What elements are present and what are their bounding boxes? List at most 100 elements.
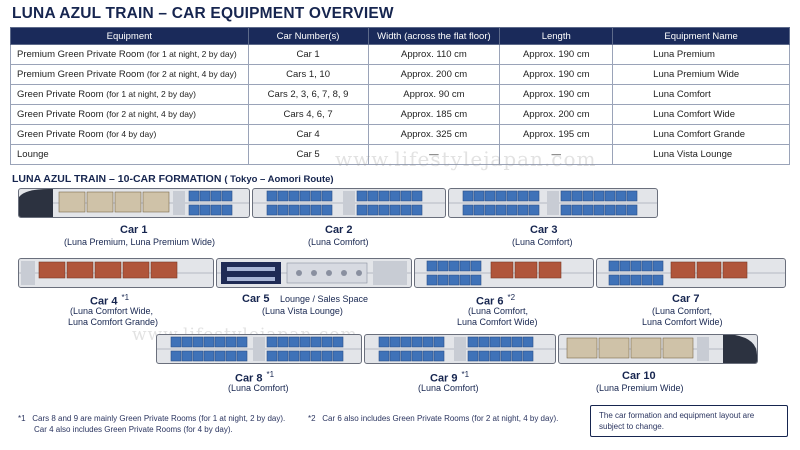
equipment-detail: (for 2 at night, 4 by day) [106,109,197,119]
footnote-1: *1 Cars 8 and 9 are mainly Green Private… [18,413,285,435]
car-8-sub: (Luna Comfort) [228,383,289,393]
equipment-detail: (for 2 at night, 4 by day) [146,69,237,79]
car-floorplan [597,260,785,286]
car-6-mark: *2 [507,293,516,302]
equipment-detail: (for 4 by day) [106,129,157,139]
car-8-mark: *1 [266,370,275,379]
car-2-label: Car 2 [325,224,353,236]
car-2-sub: (Luna Comfort) [308,237,369,247]
table-row: Green Private Room (for 2 at night, 4 by… [10,104,790,125]
car-3-label: Car 3 [530,224,558,236]
cell-name: Luna Comfort [612,84,790,105]
column-header-width: Width (across the flat floor) [367,27,501,45]
watermark: www.lifestylejapan.com [335,147,597,171]
page-title: LUNA AZUL TRAIN – CAR EQUIPMENT OVERVIEW [12,5,394,22]
car-4-sub2: Luna Comfort Grande) [68,317,159,327]
footnote-1-line1: Cars 8 and 9 are mainly Green Private Ro… [32,414,286,423]
column-header-cars: Car Number(s) [247,27,369,45]
formation-route: ( Tokyo – Aomori Route) [224,174,334,185]
equipment-detail: (for 1 at night, 2 by day) [146,49,237,59]
equipment-type: Lounge [17,149,49,160]
cell-name: Luna Premium Wide [612,64,790,85]
table-row: Premium Green Private Room (for 2 at nig… [10,64,790,85]
equipment-type: Green Private Room [17,89,104,100]
cell-cars: Car 1 [247,44,369,65]
cell-length: — [499,144,614,165]
car-1-sub: (Luna Premium, Luna Premium Wide) [64,237,216,247]
formation-title-text: LUNA AZUL TRAIN – 10-CAR FORMATION [12,173,222,185]
car-6-diagram [414,258,594,288]
car-4-label-text: Car 4 [90,295,118,308]
footnote-1-mark: *1 [18,414,26,423]
car-5-lounge-note: Lounge / Sales Space [280,294,369,304]
car-6-label: Car 6*2 [476,293,515,308]
cell-width: Approx. 90 cm [367,84,501,105]
cell-cars: Cars 1, 10 [247,64,369,85]
cell-length: Approx. 190 cm [499,44,614,65]
cell-cars: Cars 2, 3, 6, 7, 8, 9 [247,84,369,105]
cell-equipment: Premium Green Private Room (for 2 at nig… [10,64,249,85]
formation-title: LUNA AZUL TRAIN – 10-CAR FORMATION ( Tok… [12,173,334,185]
cell-cars: Car 5 [247,144,369,165]
change-notice-line2: subject to change. [599,422,664,431]
column-header-name: Equipment Name [612,27,790,45]
cell-width: Approx. 200 cm [367,64,501,85]
car-8-diagram [156,334,362,364]
car-9-sub: (Luna Comfort) [418,383,479,393]
cell-width: — [367,144,501,165]
table-row: Premium Green Private Room (for 1 at nig… [10,44,790,65]
cell-equipment: Green Private Room (for 1 at night, 2 by… [10,84,249,105]
car-7-diagram [596,258,786,288]
car-floorplan [19,261,213,285]
car-3-diagram [448,188,658,218]
cell-name: Luna Premium [612,44,790,65]
cell-equipment: Green Private Room (for 2 at night, 4 by… [10,104,249,125]
cell-length: Approx. 200 cm [499,104,614,125]
cell-name: Luna Vista Lounge [612,144,790,165]
cell-cars: Cars 4, 6, 7 [247,104,369,125]
equipment-table: Equipment Car Number(s) Width (across th… [10,27,790,165]
car-floorplan [415,260,593,286]
car-floorplan [449,190,657,216]
car-2-diagram [252,188,446,218]
car-4-diagram [18,258,214,288]
cell-equipment: Green Private Room (for 4 by day) [10,124,249,145]
car-floorplan [253,190,445,216]
car-4-mark: *1 [121,293,130,302]
car-1-label: Car 1 [120,224,148,236]
cell-width: Approx. 185 cm [367,104,501,125]
cell-name: Luna Comfort Grande [612,124,790,145]
equipment-detail: (for 1 at night, 2 by day) [106,89,197,99]
cell-length: Approx. 195 cm [499,124,614,145]
car-4-label: Car 4*1 [90,293,129,308]
column-header-length: Length [499,27,614,45]
footnote-1-line2: Car 4 also includes Green Private Rooms … [34,425,233,434]
cell-equipment: Premium Green Private Room (for 1 at nig… [10,44,249,65]
column-header-equipment: Equipment [10,27,249,45]
car-floorplan [157,336,361,362]
car-5-label: Car 5 [242,293,270,305]
car-5-diagram [216,258,412,288]
equipment-type: Premium Green Private Room [17,69,145,80]
cell-length: Approx. 190 cm [499,84,614,105]
cell-length: Approx. 190 cm [499,64,614,85]
car-9-mark: *1 [461,370,470,379]
table-row: Lounge Car 5——Luna Vista Lounge [10,144,790,165]
car-10-sub: (Luna Premium Wide) [596,383,684,393]
equipment-type: Green Private Room [17,109,104,120]
car-7-sub1: (Luna Comfort, [652,306,713,316]
car-floorplan [217,261,411,285]
table-header-row: Equipment Car Number(s) Width (across th… [10,27,790,45]
cell-width: Approx. 325 cm [367,124,501,145]
equipment-type: Green Private Room [17,129,104,140]
car-10-diagram [558,334,758,364]
table-row: Green Private Room (for 1 at night, 2 by… [10,84,790,105]
car-7-sub2: Luna Comfort Wide) [642,317,723,327]
car-9-label: Car 9*1 [430,370,469,385]
car-floorplan [365,336,555,362]
car-6-label-text: Car 6 [476,295,504,308]
car-floorplan [559,335,757,363]
car-6-sub1: (Luna Comfort, [468,306,529,316]
car-9-label-text: Car 9 [430,372,458,385]
